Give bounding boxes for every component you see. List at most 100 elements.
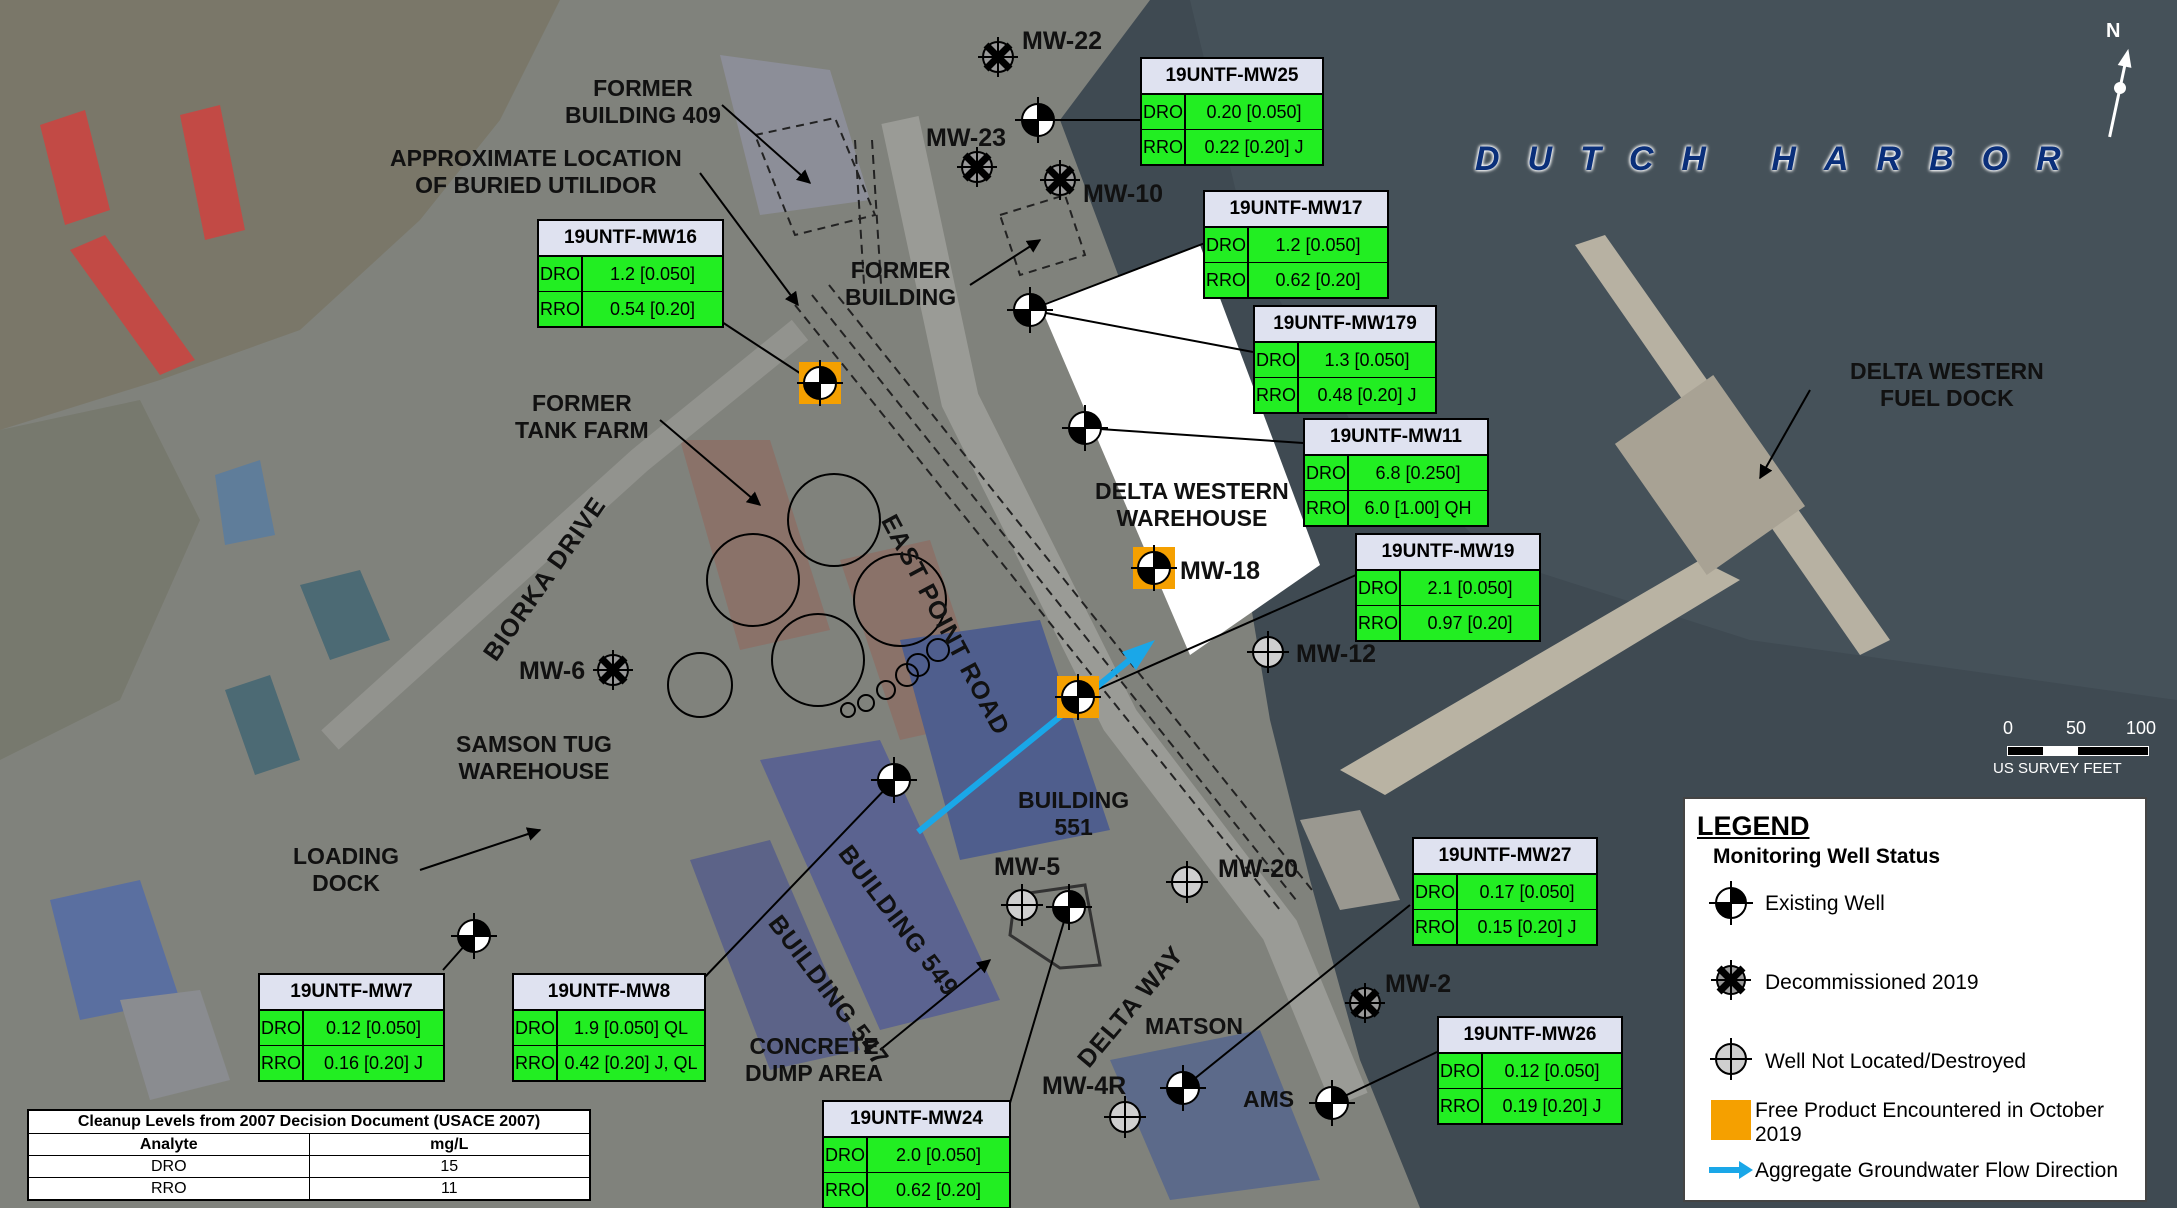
sample-table-title: 19UNTF-MW7 bbox=[260, 975, 443, 1011]
sample-table-title: 19UNTF-MW16 bbox=[539, 221, 722, 257]
cleanup-header-units: mg/L bbox=[430, 1136, 469, 1153]
scale-units: US SURVEY FEET bbox=[1993, 760, 2122, 777]
matson-label: MATSON bbox=[1145, 1013, 1243, 1039]
value-cell: 0.17 [0.050] bbox=[1458, 875, 1596, 909]
value-cell: 2.0 [0.050] bbox=[868, 1138, 1009, 1172]
analyte-cell: DRO bbox=[1305, 456, 1349, 490]
cleanup-levels-table: Cleanup Levels from 2007 Decision Docume… bbox=[27, 1109, 591, 1201]
well-label-mw10: MW-10 bbox=[1083, 180, 1164, 208]
value-cell: 0.97 [0.20] bbox=[1401, 606, 1539, 640]
analyte-cell: RRO bbox=[1414, 910, 1458, 944]
cleanup-table-title: Cleanup Levels from 2007 Decision Docume… bbox=[29, 1111, 589, 1134]
legend-item-label: Decommissioned 2019 bbox=[1765, 971, 1979, 994]
analyte-cell: RRO bbox=[1357, 606, 1401, 640]
well-label-mw12: MW-12 bbox=[1296, 640, 1377, 668]
analyte-cell: DRO bbox=[1414, 875, 1458, 909]
scale-tick-50: 50 bbox=[2066, 718, 2087, 738]
existing-well-icon bbox=[1709, 881, 1753, 925]
north-arrow-icon bbox=[2108, 48, 2132, 138]
value-cell: 1.9 [0.050] QL bbox=[558, 1011, 704, 1045]
value-cell: 0.62 [0.20] bbox=[1249, 263, 1387, 297]
sample-table-title: 19UNTF-MW179 bbox=[1255, 307, 1435, 343]
well-label-mw20: MW-20 bbox=[1218, 855, 1299, 883]
legend-subtitle: Monitoring Well Status bbox=[1713, 845, 1941, 868]
analyte-cell: RRO bbox=[1205, 263, 1249, 297]
analyte-cell: DRO bbox=[514, 1011, 558, 1045]
north-label: N bbox=[2106, 20, 2121, 42]
cleanup-cell: 11 bbox=[440, 1180, 458, 1197]
scale-bar: 0 50 100 US SURVEY FEET bbox=[1993, 718, 2173, 788]
value-cell: 1.3 [0.050] bbox=[1299, 343, 1435, 377]
analyte-cell: RRO bbox=[514, 1046, 558, 1080]
analyte-cell: DRO bbox=[824, 1138, 868, 1172]
value-cell: 0.12 [0.050] bbox=[304, 1011, 443, 1045]
sample-table-title: 19UNTF-MW17 bbox=[1205, 192, 1387, 228]
destroyed-well-icon bbox=[1710, 1038, 1752, 1080]
analyte-cell: RRO bbox=[1305, 491, 1349, 525]
analyte-cell: RRO bbox=[539, 292, 583, 326]
well-label-mw22: MW-22 bbox=[1022, 27, 1103, 55]
analyte-cell: RRO bbox=[1142, 130, 1186, 164]
value-cell: 0.54 [0.20] bbox=[583, 292, 722, 326]
analyte-cell: DRO bbox=[1439, 1054, 1483, 1088]
analyte-cell: RRO bbox=[824, 1173, 868, 1207]
harbor-label: DUTCH HARBOR bbox=[1475, 140, 2089, 178]
well-label-mw5: MW-5 bbox=[994, 853, 1061, 881]
legend-item-label: Free Product Encountered in October 2019 bbox=[1755, 1099, 2105, 1146]
flow-arrow-icon bbox=[1709, 1161, 1753, 1179]
legend-item-label: Aggregate Groundwater Flow Direction bbox=[1755, 1159, 2119, 1182]
legend-icons bbox=[1709, 881, 1753, 1179]
sample-table-title: 19UNTF-MW26 bbox=[1439, 1018, 1621, 1054]
well-label-mw23: MW-23 bbox=[926, 124, 1007, 152]
sample-table-title: 19UNTF-MW24 bbox=[824, 1102, 1009, 1138]
analyte-cell: DRO bbox=[539, 257, 583, 291]
value-cell: 0.16 [0.20] J bbox=[304, 1046, 443, 1080]
cleanup-cell: 15 bbox=[440, 1158, 459, 1175]
sample-table-title: 19UNTF-MW25 bbox=[1142, 59, 1322, 95]
analyte-cell: RRO bbox=[1439, 1089, 1483, 1123]
value-cell: 0.20 [0.050] bbox=[1186, 95, 1322, 129]
value-cell: 1.2 [0.050] bbox=[583, 257, 722, 291]
legend-item-label: Well Not Located/Destroyed bbox=[1765, 1050, 2027, 1073]
analyte-cell: DRO bbox=[1205, 228, 1249, 262]
well-label-mw2: MW-2 bbox=[1385, 970, 1452, 998]
scale-tick-100: 100 bbox=[2126, 718, 2157, 738]
value-cell: 6.0 [1.00] QH bbox=[1349, 491, 1487, 525]
sample-table-title: 19UNTF-MW11 bbox=[1305, 420, 1487, 456]
cleanup-cell: DRO bbox=[29, 1156, 310, 1177]
cleanup-header-analyte: Analyte bbox=[29, 1134, 310, 1155]
analyte-cell: DRO bbox=[260, 1011, 304, 1045]
value-cell: 1.2 [0.050] bbox=[1249, 228, 1387, 262]
analyte-cell: DRO bbox=[1255, 343, 1299, 377]
value-cell: 0.19 [0.20] J bbox=[1483, 1089, 1621, 1123]
scale-bar-graphic bbox=[2007, 746, 2149, 756]
analyte-cell: DRO bbox=[1357, 571, 1401, 605]
analyte-cell: RRO bbox=[1255, 378, 1299, 412]
value-cell: 0.48 [0.20] J bbox=[1299, 378, 1435, 412]
legend-item-label: Existing Well bbox=[1765, 892, 1885, 915]
legend-title: LEGEND bbox=[1697, 811, 1810, 841]
value-cell: 2.1 [0.050] bbox=[1401, 571, 1539, 605]
decommissioned-well-icon bbox=[1711, 960, 1751, 1000]
analyte-cell: DRO bbox=[1142, 95, 1186, 129]
scale-tick-0: 0 bbox=[2003, 718, 2014, 738]
analyte-cell: RRO bbox=[260, 1046, 304, 1080]
ams-label: AMS bbox=[1243, 1086, 1295, 1112]
